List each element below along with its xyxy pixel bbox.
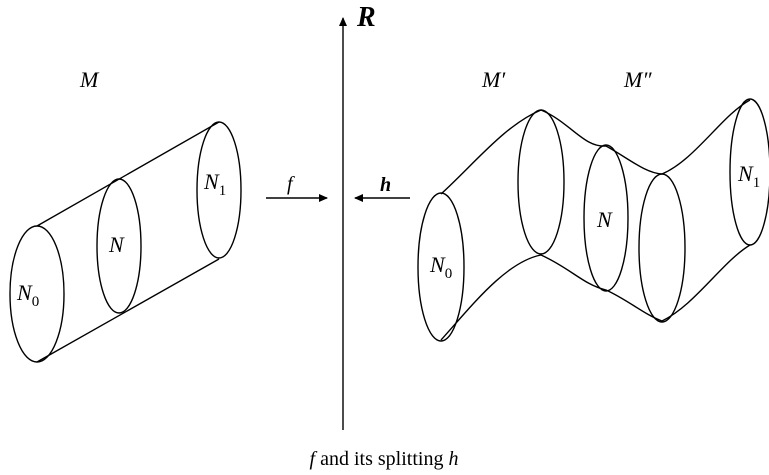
label-right-N: N [596, 207, 613, 232]
label-left-N1: N1 [203, 169, 226, 199]
caption: f and its splitting h [310, 448, 459, 470]
left-slice-N1 [196, 121, 242, 259]
right-slice-N1 [729, 98, 769, 246]
right-top-edge [440, 99, 751, 195]
label-M: M [79, 67, 100, 92]
label-left-N0: N0 [16, 280, 39, 310]
left-top-edge [36, 121, 220, 227]
label-right-N1: N1 [737, 161, 760, 191]
right-cobordism: M′ M″ N0 N N1 [417, 67, 769, 342]
right-slice-N [583, 144, 629, 292]
left-slice-N [96, 178, 142, 314]
label-f: f [287, 173, 295, 195]
axis-R: R [339, 2, 376, 430]
map-f: f [266, 173, 328, 202]
map-h: h [354, 174, 410, 202]
axis-label-R: R [356, 2, 376, 33]
left-cobordism-M: M N0 N N1 [9, 67, 242, 363]
left-slice-N0 [9, 225, 65, 363]
right-slice-1 [517, 109, 565, 255]
right-slice-N0 [417, 192, 465, 342]
label-M-prime: M′ [481, 67, 506, 92]
left-bottom-edge [36, 258, 220, 363]
label-left-N: N [108, 232, 125, 257]
label-right-N0: N0 [429, 252, 452, 282]
label-M-double-prime: M″ [623, 67, 652, 92]
right-slice-3 [638, 173, 686, 323]
right-bottom-edge [440, 244, 751, 341]
label-h: h [380, 174, 391, 196]
